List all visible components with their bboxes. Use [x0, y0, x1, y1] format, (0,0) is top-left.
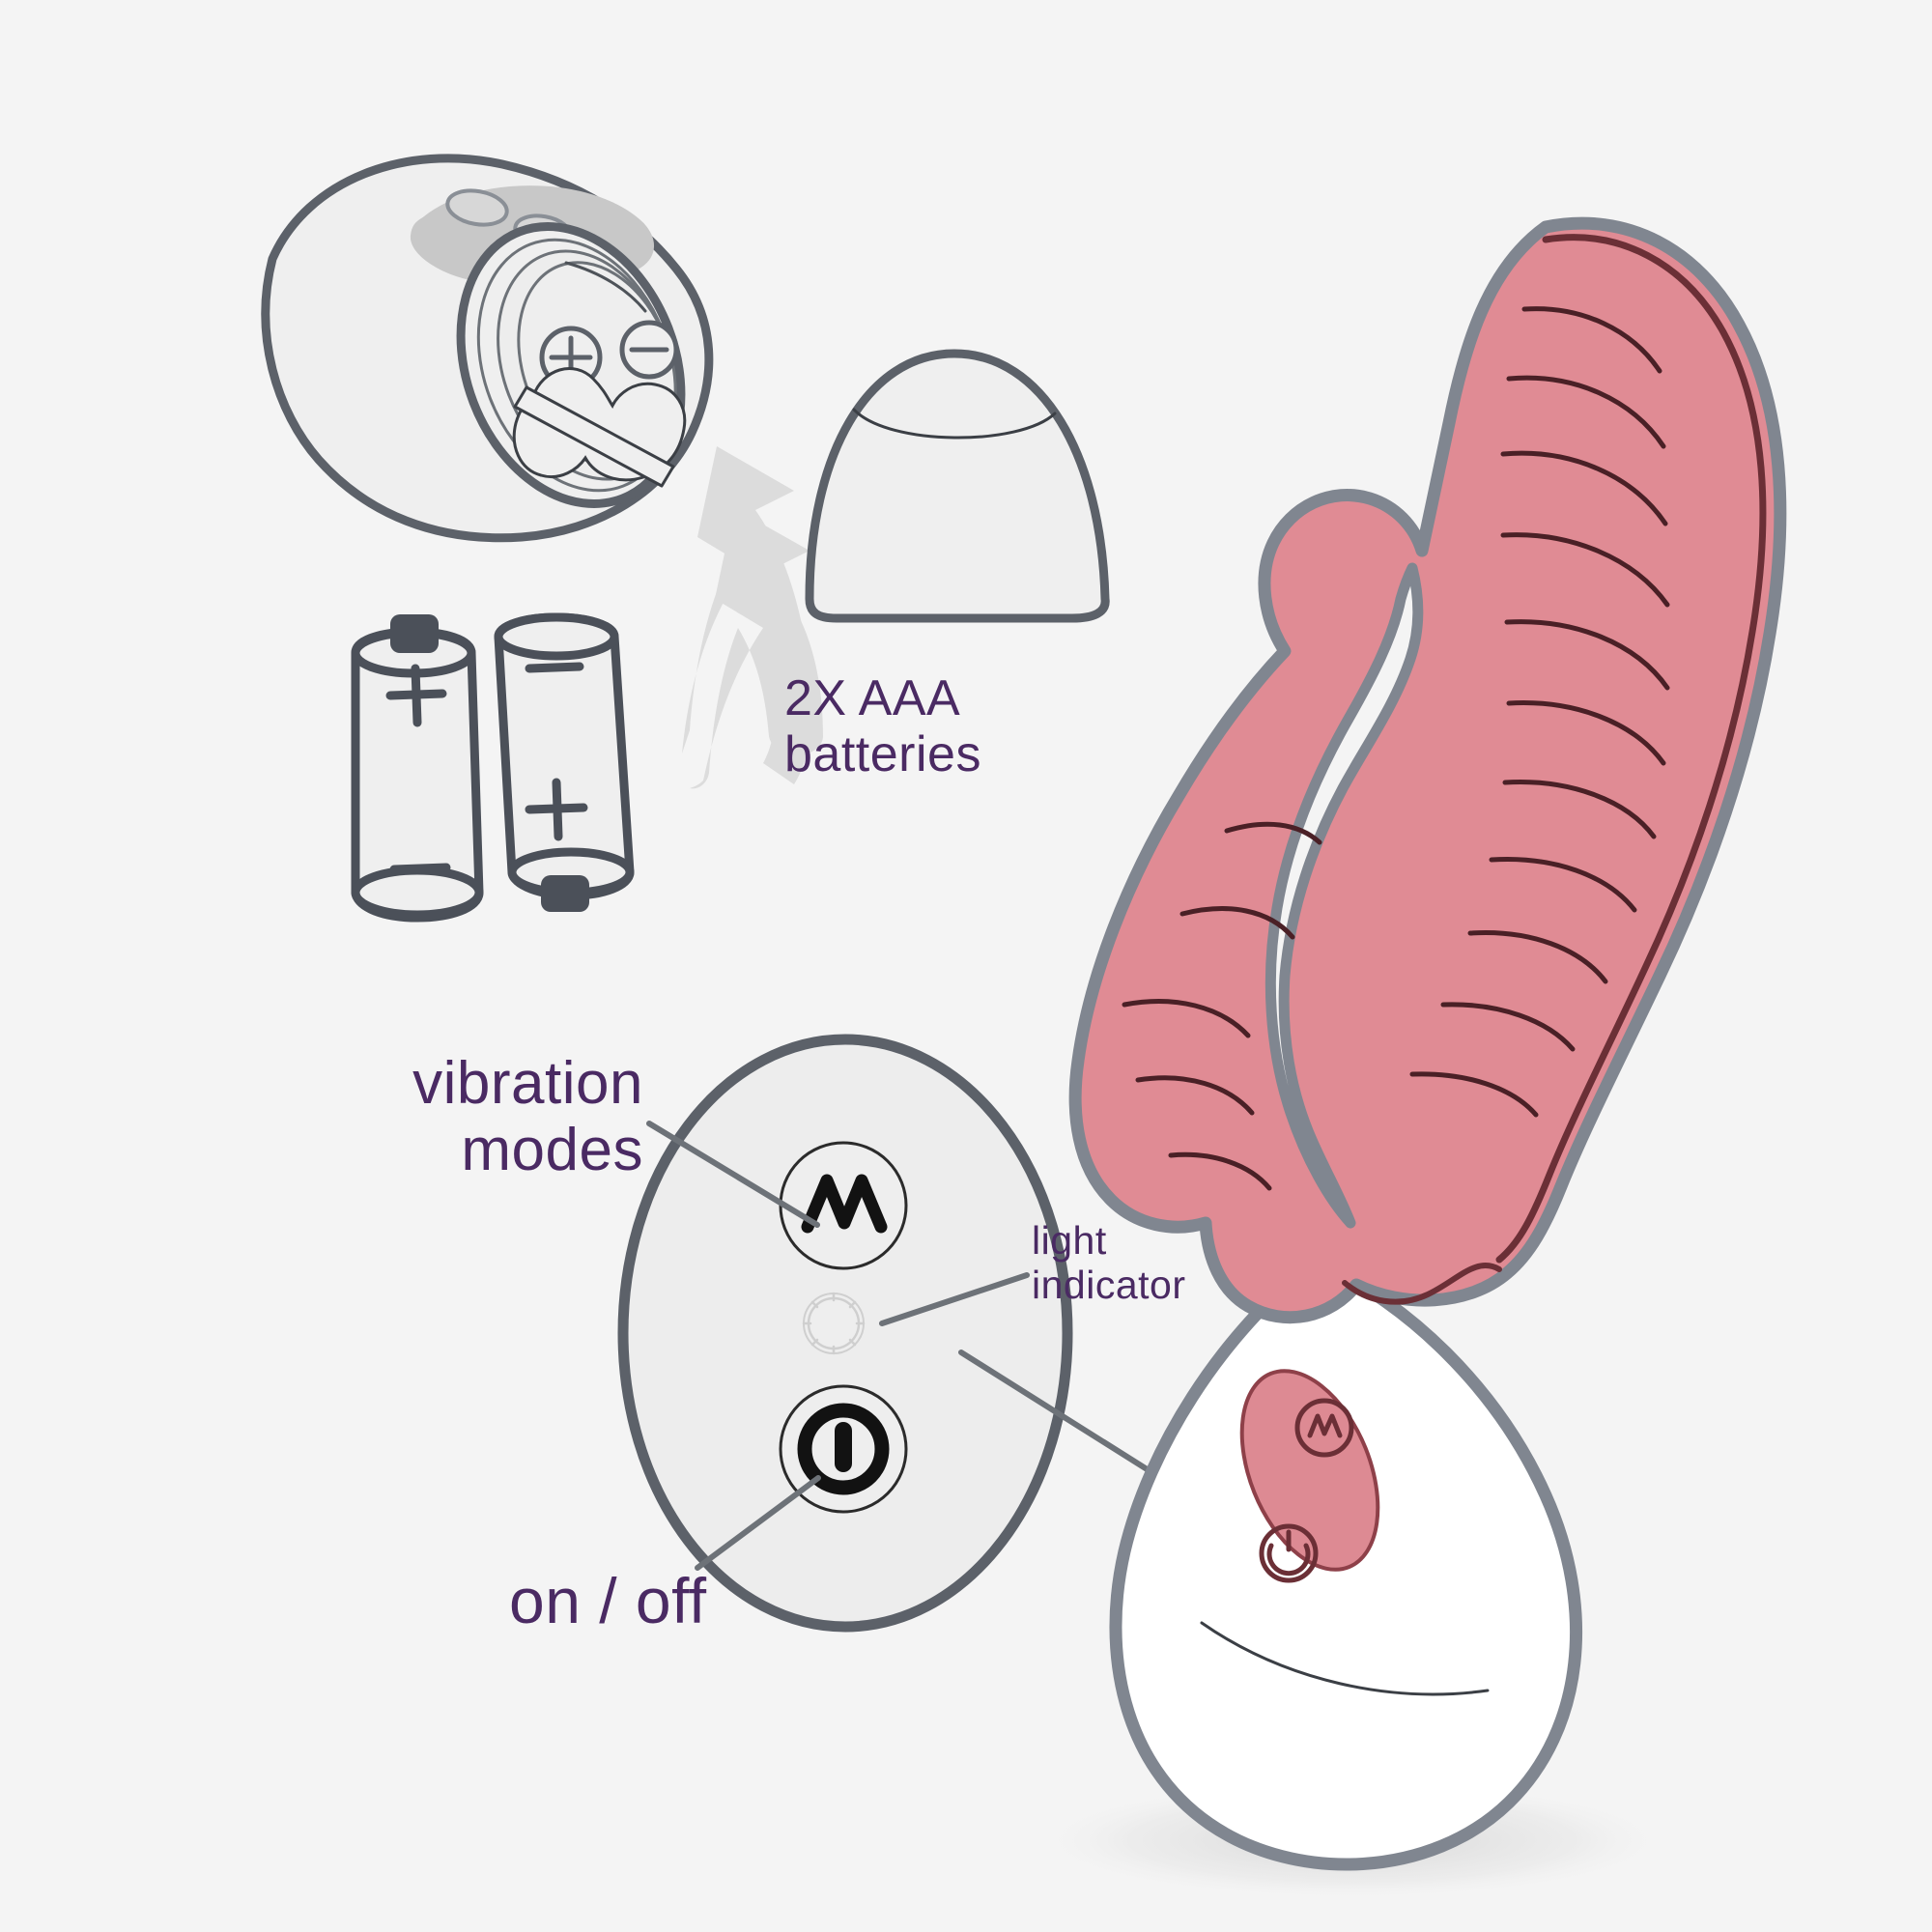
arm-contour-lines: [1122, 821, 1322, 1191]
leader-line-light-indicator: [879, 1272, 1030, 1326]
wave-m-icon: [1307, 1413, 1343, 1438]
battery-compartment-illustration: [261, 154, 714, 543]
silicone-handle-boundary: [1342, 1263, 1502, 1305]
shaft-contour-lines: [1409, 306, 1670, 1118]
battery-back-minus-marking: [525, 662, 584, 673]
leader-line-vibration-modes: [646, 1121, 820, 1228]
handle-power-button[interactable]: [1259, 1523, 1319, 1583]
control-panel[interactable]: [617, 1034, 1073, 1633]
compartment-screw-slot: [513, 385, 675, 488]
handle-mode-button[interactable]: [1294, 1398, 1354, 1458]
silicone-shaft-and-arm: [1068, 216, 1787, 1324]
device-handle-seam: [1200, 1621, 1490, 1696]
battery-terminal-minus-icon: [619, 320, 679, 380]
leader-line-on-off: [695, 1475, 821, 1571]
arrow-shape: [682, 446, 812, 784]
light-starburst-icon: [802, 1292, 866, 1355]
light-indicator: [802, 1292, 866, 1355]
battery-front-nub: [390, 614, 439, 653]
compartment-rim-highlight-1: [564, 261, 647, 313]
battery-back-nub: [541, 875, 589, 912]
battery-front-plus-marking: [385, 664, 447, 727]
battery-front-minus-marking: [389, 863, 451, 874]
insert-batteries-arrow: [682, 446, 823, 789]
vibration-modes-button[interactable]: [779, 1141, 908, 1270]
battery-cap-seam: [852, 408, 1057, 440]
wave-m-icon: [801, 1174, 888, 1234]
power-icon: [1266, 1543, 1311, 1577]
power-icon: [797, 1403, 890, 1495]
rabbit-vibrator-illustration: [1034, 216, 1787, 1900]
arm-shaft-gap: [1264, 562, 1424, 1229]
label-on-off: on / off: [509, 1565, 707, 1636]
battery-cap-illustration: [805, 349, 1110, 623]
battery-back: [494, 612, 635, 912]
label-light-indicator: light indicator: [1032, 1218, 1186, 1307]
battery-cap-body: [805, 349, 1110, 623]
handle-button-pad[interactable]: [1215, 1351, 1405, 1590]
label-batteries: 2X AAA batteries: [784, 670, 981, 783]
label-vibration-modes: vibration modes: [412, 1050, 643, 1184]
battery-pair-illustration: [351, 612, 635, 923]
battery-front: [351, 614, 484, 923]
shaft-inner-edge-line: [1495, 234, 1767, 1264]
battery-back-plus-marking: [525, 778, 588, 841]
compartment-mode-button[interactable]: [445, 186, 510, 229]
